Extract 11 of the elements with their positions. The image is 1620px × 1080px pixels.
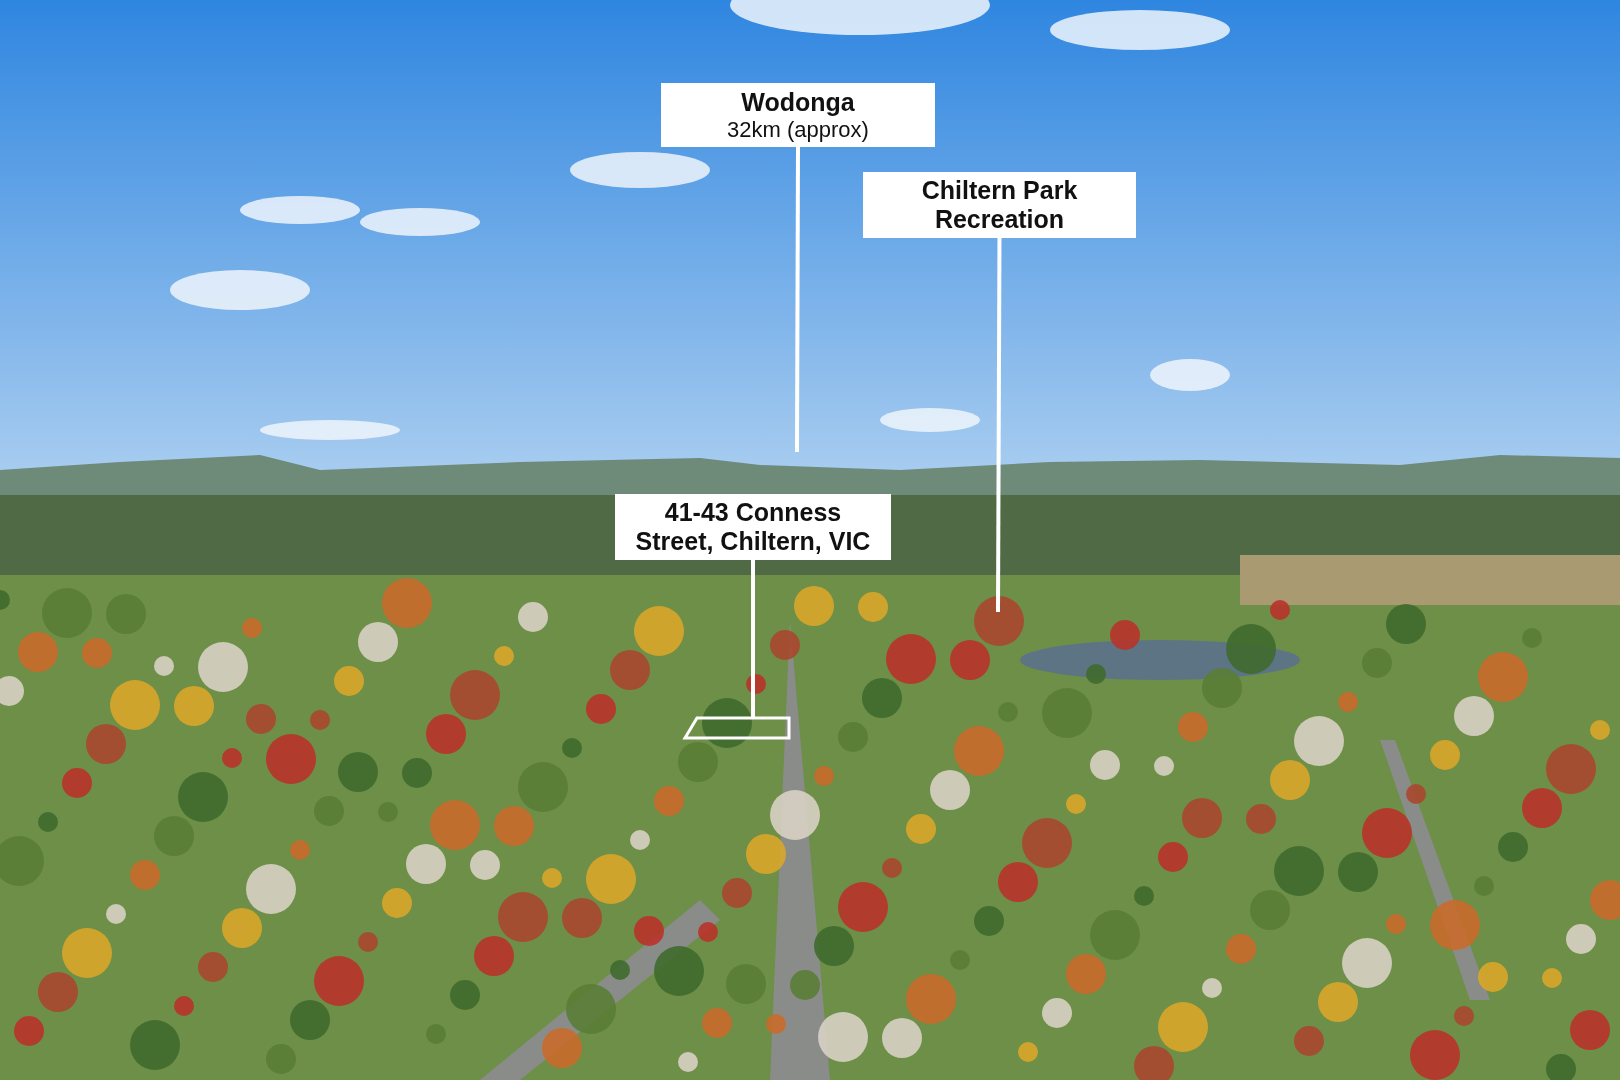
place-name: Wodonga [741,87,855,117]
distance-text: 32km (approx) [727,116,869,142]
location-label [863,172,1136,238]
property-label [615,494,891,560]
leader-line [751,558,755,718]
leader-line [795,147,800,452]
location-label [661,83,935,147]
property-outline [682,716,791,740]
place-name: Chiltern Park Recreation [920,176,1079,234]
place-name: 41-43 Conness Street, Chiltern, VIC [634,498,872,556]
leader-line [996,236,1002,612]
